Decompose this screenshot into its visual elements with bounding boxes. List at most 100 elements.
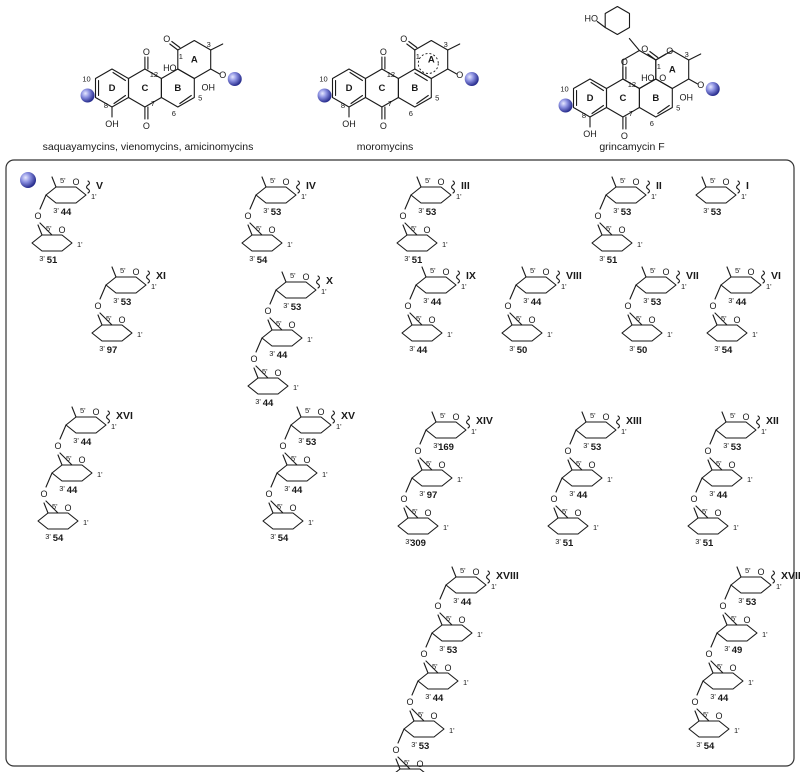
sugar-number-44: 44: [292, 485, 303, 496]
methyl-bond: [281, 271, 287, 283]
methyl-bond: [712, 314, 718, 326]
locant-3prime: 3': [523, 296, 529, 305]
methyl-bond: [282, 454, 288, 466]
locant-1prime: 1': [151, 282, 157, 291]
sugar-ring-o: O: [437, 177, 444, 187]
ring-letter-d: D: [346, 83, 353, 94]
atom-o: O: [163, 34, 170, 44]
sugar-ring-51: [547, 517, 589, 535]
locant-1prime: 1': [762, 630, 768, 639]
locant-5prime: 5': [516, 314, 522, 323]
locant-1prime: 1': [776, 582, 782, 591]
sugar-ring-o: O: [743, 615, 750, 625]
wavy-attachment-bond: [455, 270, 461, 284]
locant-5prime: 5': [710, 176, 716, 185]
methyl-bond: [417, 459, 423, 471]
sugar-ring-54: [241, 234, 283, 252]
glycosidic-o: O: [704, 446, 711, 456]
sugar-ring-o: O: [729, 663, 736, 673]
sugar-ring-53: [275, 281, 317, 299]
sugar-ring-o: O: [72, 177, 79, 187]
wavy-attachment-bond: [330, 410, 336, 424]
double-bond: [416, 94, 429, 105]
locant-5: 5: [676, 104, 680, 113]
glycosidic-o: O: [691, 697, 698, 707]
locant-3prime: 3': [714, 344, 720, 353]
atom-oh-4a: OH: [680, 93, 694, 103]
glycosidic-o: O: [392, 745, 399, 755]
methyl-bond: [693, 507, 699, 519]
locant-3prime: 3': [39, 254, 45, 263]
methyl-bond: [395, 758, 401, 770]
wavy-attachment-bond: [105, 410, 111, 424]
glycosidic-bond: [569, 457, 583, 471]
sugar-number-54: 54: [278, 533, 289, 544]
sugar-ring-53: [575, 421, 617, 439]
locant-3: 3: [685, 50, 689, 59]
sugar-ring-44: [417, 672, 459, 690]
chain-label-i: I: [746, 180, 749, 192]
locant-7: 7: [151, 99, 155, 108]
locant-5prime: 5': [120, 266, 126, 275]
atom-o: O: [380, 121, 387, 131]
methyl-bond: [267, 319, 273, 331]
ring-letter-c: C: [378, 83, 385, 94]
locant-5prime: 5': [432, 662, 438, 671]
caption-moromycins: moromycins: [357, 141, 414, 153]
ring-phenol: [604, 5, 631, 36]
wavy-attachment-bond: [675, 270, 681, 284]
methyl-bond: [37, 224, 43, 236]
locant-3prime: 3': [411, 740, 417, 749]
ether-bond: [688, 78, 699, 85]
glycosidic-bond: [555, 477, 563, 493]
sugar-ring-53: [255, 186, 297, 204]
methyl-bond: [722, 614, 728, 626]
atom-o: O: [380, 47, 387, 57]
sugar-number-44: 44: [61, 207, 72, 218]
sugar-number-97: 97: [427, 490, 438, 501]
sugar-number-53: 53: [447, 645, 458, 656]
methyl-bond: [247, 224, 253, 236]
carbonyl-bond: [408, 40, 418, 49]
sugar-ring-44: [261, 329, 303, 347]
sugar-number-44: 44: [277, 350, 288, 361]
glycosidic-bond: [714, 284, 722, 300]
glycosidic-bond: [411, 680, 419, 696]
locant-5prime: 5': [52, 502, 58, 511]
glycosidic-o: O: [94, 301, 101, 311]
locant-8: 8: [341, 101, 345, 110]
methyl-bond: [447, 43, 461, 51]
locant-1prime: 1': [752, 330, 758, 339]
locant-5prime: 5': [440, 411, 446, 420]
methyl-bond: [627, 314, 633, 326]
ring-letter-d: D: [587, 93, 594, 104]
locant-3prime: 3': [59, 484, 65, 493]
glycosidic-bond: [59, 424, 67, 440]
locant-5prime: 5': [412, 507, 418, 516]
sugar-ring-o: O: [268, 225, 275, 235]
glycosidic-o: O: [404, 301, 411, 311]
locant-3prime: 3': [255, 397, 261, 406]
sugar-ring-53: [105, 276, 147, 294]
ether-bond: [210, 68, 221, 75]
locant-1prime: 1': [77, 240, 83, 249]
sugar-ring-o: O: [742, 412, 749, 422]
locant-5prime: 5': [745, 566, 751, 575]
atom-o-lactone: O: [666, 46, 673, 56]
locant-1prime: 1': [491, 582, 497, 591]
locant-5prime: 5': [80, 406, 86, 415]
chain-label-viii: VIII: [566, 270, 582, 282]
locant-3prime: 3': [298, 436, 304, 445]
glycosidic-bond: [397, 756, 411, 770]
sugar-ring-54: [37, 512, 79, 530]
ring-letter-c: C: [619, 93, 626, 104]
sugar-number-309: 309: [410, 538, 426, 549]
locant-1prime: 1': [442, 240, 448, 249]
glycosidic-bond: [270, 500, 284, 514]
